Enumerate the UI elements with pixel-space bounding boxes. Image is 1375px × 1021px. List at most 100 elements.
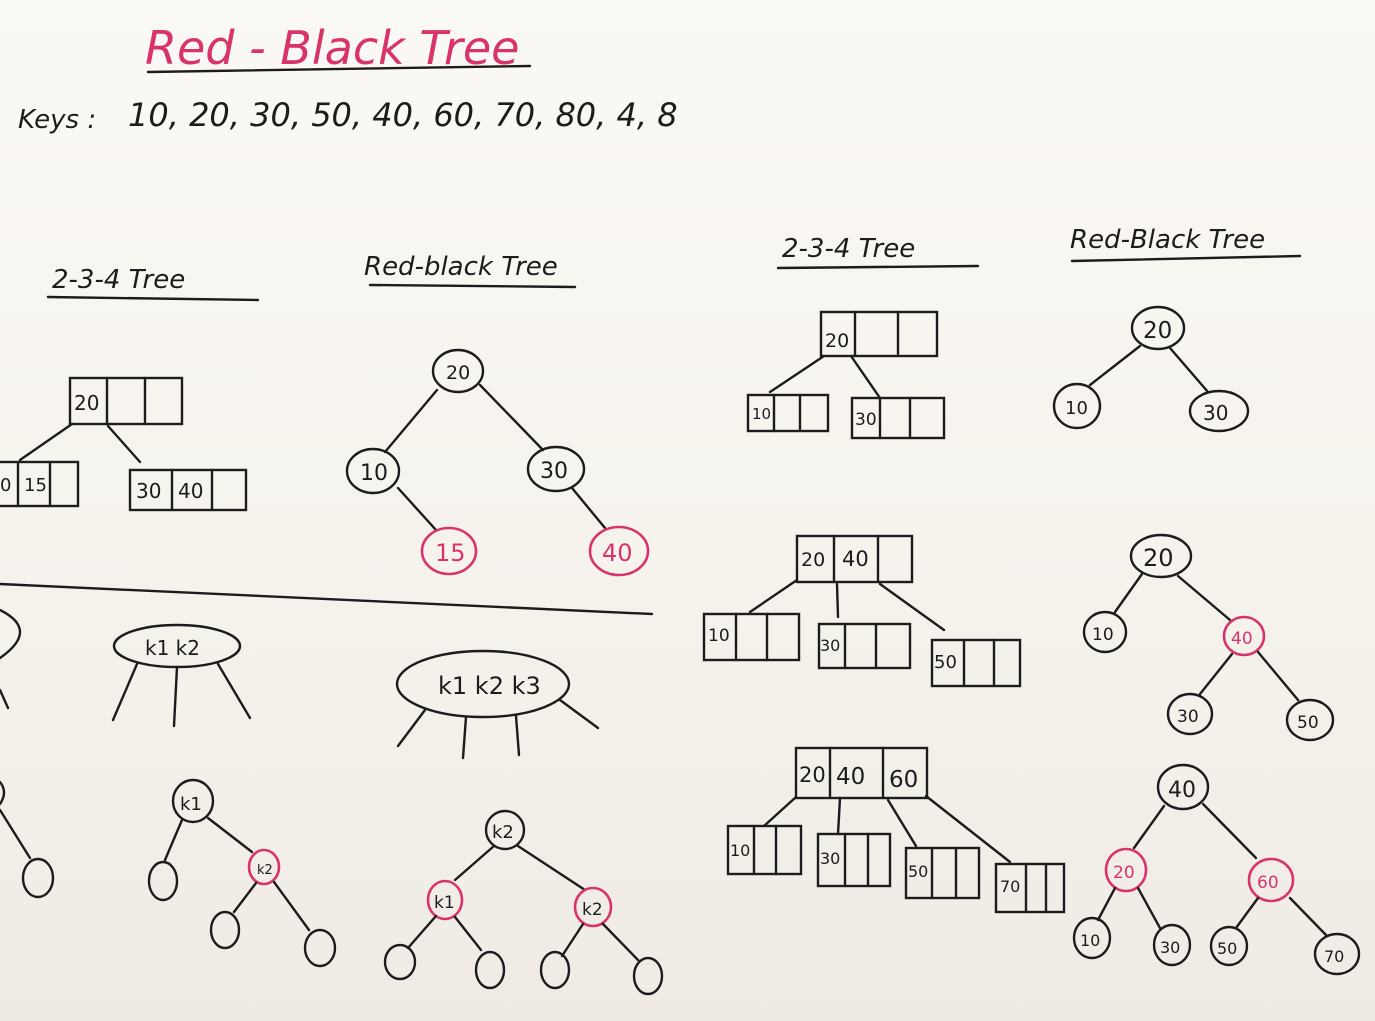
rb-node: [484, 809, 526, 851]
rb-node-red: [247, 848, 281, 886]
rb-node-red: [1222, 615, 1266, 657]
node-keys-label: k1 k2: [145, 636, 200, 660]
rb-node-key: 40: [1168, 778, 1196, 803]
right-heading-234-underline: [776, 264, 980, 270]
node234-key: 30: [136, 479, 161, 503]
rb-node: [1072, 916, 1112, 960]
rb-node-key-red: k2: [257, 863, 273, 878]
node234-box: [726, 824, 803, 876]
rb-node-key: 10: [1092, 625, 1114, 645]
node234-key: 20: [74, 391, 99, 415]
node234-box: [0, 460, 80, 508]
rb-node: [1129, 533, 1193, 579]
node234-key: 20: [799, 763, 826, 787]
left-heading-234-underline: [46, 295, 260, 302]
rb-node-key-red: k2: [582, 900, 603, 920]
rb-node-key: 10: [360, 461, 388, 486]
node234-box: [794, 746, 929, 800]
right-heading-rb-underline: [1070, 254, 1302, 263]
node234-box: [702, 612, 801, 662]
node234-key: 40: [178, 479, 203, 503]
node234-box: [994, 862, 1066, 914]
node234-box: [795, 534, 914, 584]
rb-node: [1166, 692, 1214, 736]
rb-node-key-red: 20: [1113, 863, 1135, 883]
left-heading-rb-underline: [368, 283, 577, 289]
left-heading-rb: Red-black Tree: [364, 252, 558, 282]
left-heading-234: 2-3-4 Tree: [52, 265, 185, 295]
rb-node: [1052, 382, 1102, 430]
rb-node: [1188, 389, 1250, 433]
partial-node: [0, 608, 21, 660]
node-three-keys: [395, 649, 571, 719]
keys-list: 10, 20, 30, 50, 40, 60, 70, 80, 4, 8: [128, 96, 678, 134]
rb-node: [526, 445, 586, 493]
node234-box: [904, 846, 981, 900]
rb-node-key-red: 15: [435, 539, 466, 567]
rb-node: [1156, 763, 1210, 811]
rb-node-key-red: 60: [1257, 873, 1279, 893]
node234-box: [68, 376, 184, 426]
node234-key: 0: [0, 475, 11, 496]
rb-node: [1285, 698, 1335, 742]
node234-box: [816, 832, 892, 888]
node234-key: 20: [801, 549, 825, 571]
generic-rb-trees: k1 k2 k2 k1 k2: [0, 778, 664, 996]
left-234-tree: 20 0 15 30 40: [0, 376, 248, 512]
rb-node-key: k2: [492, 822, 514, 843]
node234-key: 40: [842, 547, 869, 571]
rb-node-key: 10: [1080, 931, 1100, 950]
rb-node-red: [420, 526, 478, 576]
rb-node-key: 10: [1065, 398, 1088, 419]
rb-node: [1152, 923, 1192, 967]
rb-node-key: 20: [1143, 544, 1174, 572]
node234-key: 30: [820, 849, 840, 868]
rb-node-key-red: 40: [1231, 629, 1253, 649]
rb-node-key-red: k1: [434, 893, 455, 913]
right-heading-234: 2-3-4 Tree: [782, 234, 915, 264]
rb-node-red: [573, 886, 613, 928]
rb-node-red: [1104, 847, 1148, 893]
node234-key: 15: [24, 475, 47, 496]
node234-key: 10: [708, 626, 730, 646]
node234-box: [850, 396, 946, 440]
node234-key: 30: [855, 410, 877, 430]
rb-node: [1209, 925, 1249, 967]
node234-key: 10: [730, 841, 750, 860]
node234-key: 20: [825, 330, 849, 352]
node234-key: 70: [1000, 877, 1020, 896]
node234-box: [819, 310, 939, 358]
title-underline: [146, 64, 532, 74]
step-3: 20 40 60 10 30 50 70 40 20 60 10 30 50 7…: [726, 746, 1361, 976]
node234-key: 30: [820, 636, 840, 655]
node-keys-label: k1 k2 k3: [438, 672, 541, 700]
rb-node-key: k1: [180, 794, 202, 815]
rb-node: [345, 447, 401, 495]
node234-key: 60: [889, 767, 918, 793]
rb-node: [171, 778, 215, 824]
keys-label: Keys :: [18, 105, 96, 135]
rb-node-red: [588, 525, 650, 577]
rb-node: [1082, 610, 1128, 654]
rb-node: [431, 348, 485, 394]
rb-node-key-red: 40: [602, 539, 633, 567]
rb-node-red: [1247, 857, 1295, 903]
rb-node: [1130, 305, 1186, 351]
node234-box: [746, 393, 830, 433]
generic-nodes: k1 k2 k1 k2 k3: [0, 608, 600, 760]
rb-node: [1313, 932, 1361, 976]
step-2: 20 40 10 30 50 20 10 40 30 50: [702, 533, 1335, 742]
rb-node-key: 70: [1324, 947, 1344, 966]
right-heading-rb: Red-Black Tree: [1070, 225, 1265, 255]
rb-node-key: 50: [1297, 713, 1319, 733]
rb-node-key: 20: [1143, 318, 1172, 344]
rb-node-key: 30: [1203, 401, 1228, 425]
step-1: 20 10 30 20 10 30: [746, 305, 1250, 440]
node234-key: 40: [836, 764, 865, 790]
rb-node-red: [426, 879, 464, 921]
rb-node-key: 50: [1217, 939, 1237, 958]
rb-node-key: 30: [1160, 938, 1180, 957]
left-rb-tree: 20 10 30 15 40: [345, 348, 650, 577]
